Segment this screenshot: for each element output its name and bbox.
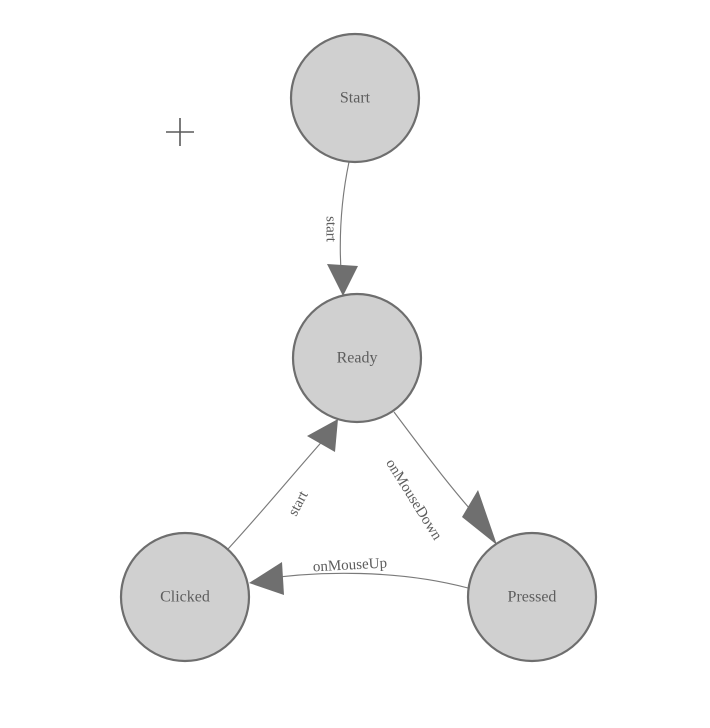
node-pressed[interactable]: Pressed bbox=[466, 531, 598, 663]
edge-pressed-to-clicked[interactable]: onMouseUp bbox=[249, 556, 469, 595]
edge-label-ready-to-pressed: onMouseDown bbox=[382, 456, 445, 543]
edge-label-start-to-ready: start bbox=[323, 216, 339, 243]
node-label-pressed: Pressed bbox=[508, 589, 557, 606]
node-shape[interactable] bbox=[291, 292, 423, 424]
node-label-clicked: Clicked bbox=[160, 589, 210, 606]
arrowhead-icon bbox=[307, 419, 338, 452]
edge-line bbox=[255, 572, 469, 589]
edge-label-clicked-to-ready: start bbox=[285, 488, 312, 519]
crosshair-cursor-icon bbox=[166, 118, 194, 146]
node-start[interactable]: Start bbox=[289, 32, 421, 164]
node-shape[interactable] bbox=[466, 531, 598, 663]
edge-line bbox=[227, 436, 327, 550]
edge-start-to-ready[interactable]: start bbox=[323, 161, 358, 296]
edge-ready-to-pressed[interactable]: onMouseDown bbox=[382, 411, 497, 545]
edge-clicked-to-ready[interactable]: start bbox=[227, 419, 338, 550]
node-shape[interactable] bbox=[289, 32, 421, 164]
edge-label-pressed-to-clicked: onMouseUp bbox=[313, 556, 388, 576]
arrowhead-icon bbox=[462, 490, 497, 545]
node-label-start: Start bbox=[340, 90, 371, 107]
node-label-ready: Ready bbox=[337, 350, 378, 367]
node-shape[interactable] bbox=[119, 531, 251, 663]
arrowhead-icon bbox=[249, 562, 284, 595]
node-clicked[interactable]: Clicked bbox=[119, 531, 251, 663]
arrowhead-icon bbox=[327, 264, 358, 296]
node-ready[interactable]: Ready bbox=[291, 292, 423, 424]
